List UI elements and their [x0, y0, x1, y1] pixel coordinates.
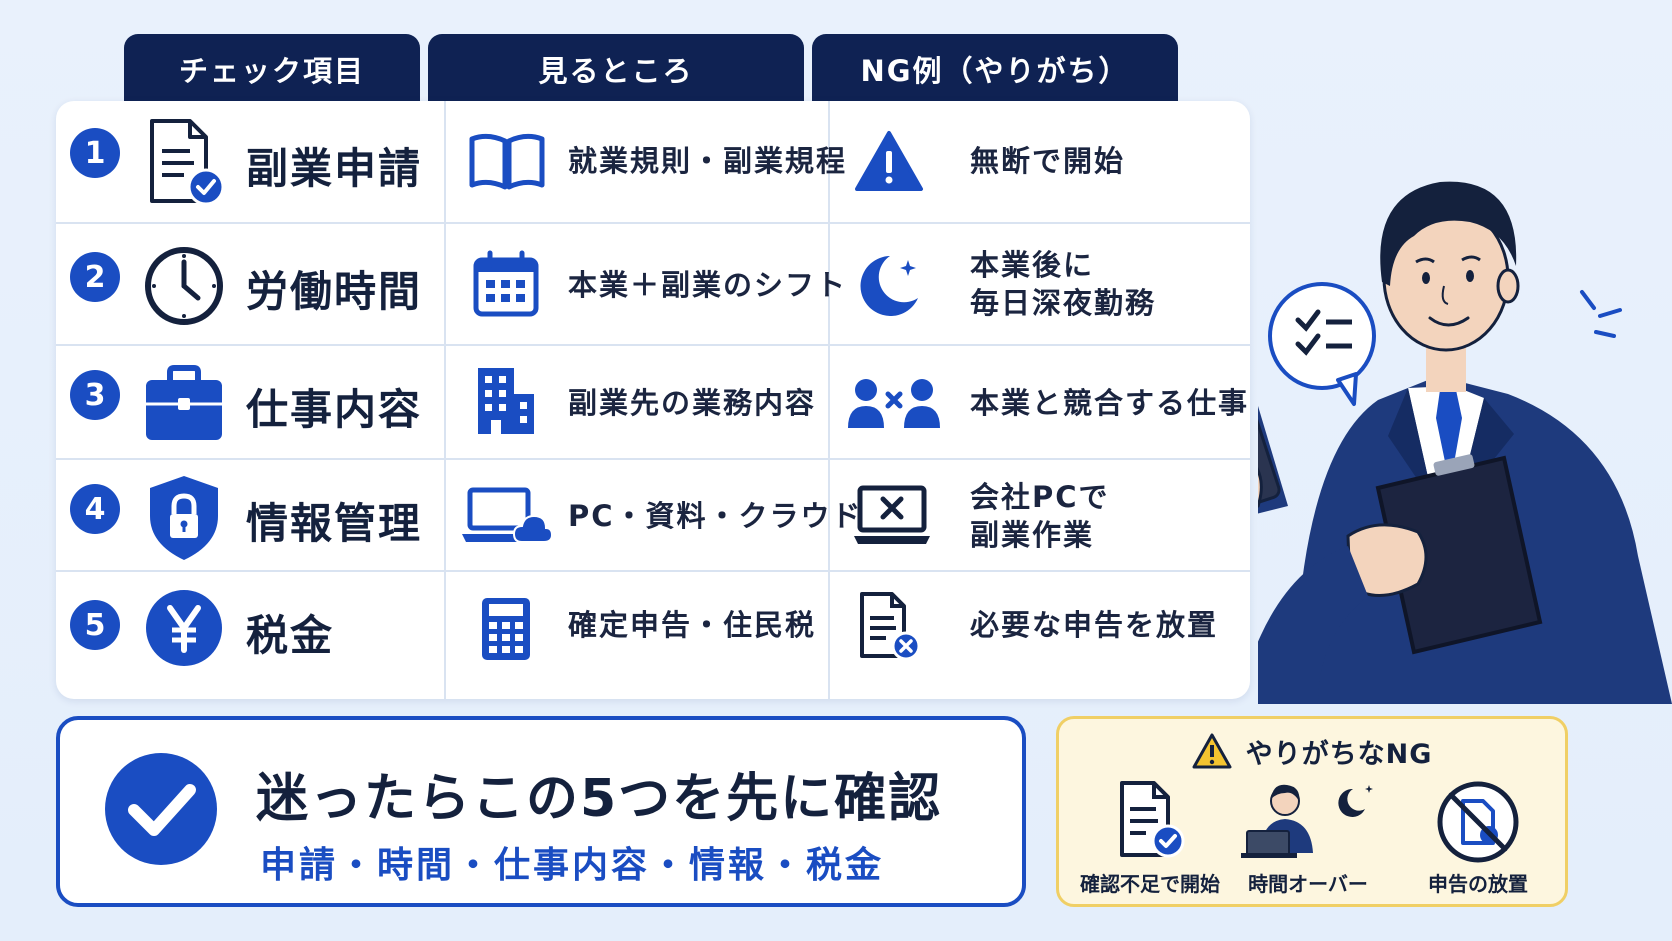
ng-item: 時間オーバー: [1223, 779, 1393, 903]
businessman-illustration: [1258, 181, 1672, 704]
row-number: 1: [70, 128, 120, 178]
no-document-icon: [1437, 781, 1519, 863]
competitor-icon: [848, 379, 940, 428]
yen-icon: [146, 590, 222, 666]
item-label: 仕事内容: [246, 385, 423, 434]
table-row: 3 仕事内容 副業先の業務内容 本業と競合す: [56, 344, 1250, 458]
summary-title: 迷ったらこの5つを先に確認: [256, 769, 943, 829]
header-check-point: 見るところ: [428, 34, 804, 104]
document-x-icon: [860, 592, 921, 661]
row-number: 4: [70, 484, 120, 534]
ng-item: 申告の放置: [1393, 779, 1563, 903]
clipboard-icon: [1375, 454, 1543, 655]
checklist-table: 1 副業申請 就業規則・副業規程 無断で開始 2: [56, 101, 1250, 699]
summary-box: 迷ったらこの5つを先に確認 申請・時間・仕事内容・情報・税金: [56, 716, 1026, 907]
laptop-cloud-icon: [462, 487, 554, 543]
check-point-text: PC・資料・クラウド: [568, 499, 863, 533]
book-icon: [469, 133, 545, 190]
clock-icon: [145, 247, 223, 325]
ng-box-title: やりがちなNG: [1245, 738, 1433, 770]
document-check-icon: [150, 119, 225, 206]
briefcase-icon: [146, 365, 222, 440]
ng-box-header: やりがちなNG: [1059, 729, 1565, 773]
ng-example-text: 本業と競合する仕事: [970, 386, 1250, 420]
table-row: 2 労働時間 本業＋副業のシフト 本業後に 毎日深夜勤務: [56, 222, 1250, 344]
calendar-icon: [473, 250, 539, 317]
tired-worker-icon: [1241, 784, 1373, 858]
item-label: 情報管理: [246, 499, 423, 548]
document-check-icon: [1120, 781, 1185, 858]
check-point-text: 副業先の業務内容: [568, 386, 817, 420]
warning-icon: [1192, 733, 1232, 769]
row-number: 3: [70, 370, 120, 420]
check-circle-icon: [105, 753, 217, 865]
item-label: 税金: [246, 611, 335, 660]
row-number: 2: [70, 252, 120, 302]
table-row: 1 副業申請 就業規則・副業規程 無断で開始: [56, 101, 1250, 222]
column-divider: [828, 101, 830, 699]
ng-example-text: 本業後に 毎日深夜勤務: [970, 248, 1157, 320]
table-row: 5 税金 確定申告・住民税 必要な申告: [56, 570, 1250, 699]
ng-item: 確認不足で開始: [1065, 779, 1235, 903]
row-number: 5: [70, 600, 120, 650]
check-point-text: 本業＋副業のシフト: [568, 268, 848, 302]
shield-lock-icon: [150, 476, 218, 560]
check-point-text: 就業規則・副業規程: [568, 144, 848, 178]
moon-icon: [860, 256, 918, 316]
header-ng-example: NG例（やりがち）: [812, 34, 1178, 104]
checklist-bubble-icon: [1268, 282, 1376, 406]
check-point-text: 確定申告・住民税: [568, 608, 817, 642]
summary-subtitle: 申請・時間・仕事内容・情報・税金: [260, 845, 885, 886]
header-check-item: チェック項目: [124, 34, 420, 104]
warning-icon: [855, 131, 923, 191]
item-label: 労働時間: [246, 267, 423, 316]
building-icon: [478, 368, 534, 434]
common-ng-box: やりがちなNG 確認不足で開始 時間オーバー: [1056, 716, 1568, 907]
ng-example-text: 無断で開始: [970, 144, 1126, 178]
calculator-icon: [482, 598, 530, 660]
table-row: 4 情報管理 PC・資料・クラウド 会社PCで 副業作業: [56, 458, 1250, 570]
item-label: 副業申請: [246, 144, 423, 193]
column-divider: [444, 101, 446, 699]
ng-item-label: 申告の放置: [1428, 872, 1528, 896]
ng-example-text: 会社PCで 副業作業: [970, 480, 1110, 552]
laptop-x-icon: [854, 485, 930, 544]
ng-item-label: 確認不足で開始: [1080, 872, 1220, 896]
ng-item-label: 時間オーバー: [1248, 872, 1368, 896]
ng-example-text: 必要な申告を放置: [970, 608, 1219, 642]
